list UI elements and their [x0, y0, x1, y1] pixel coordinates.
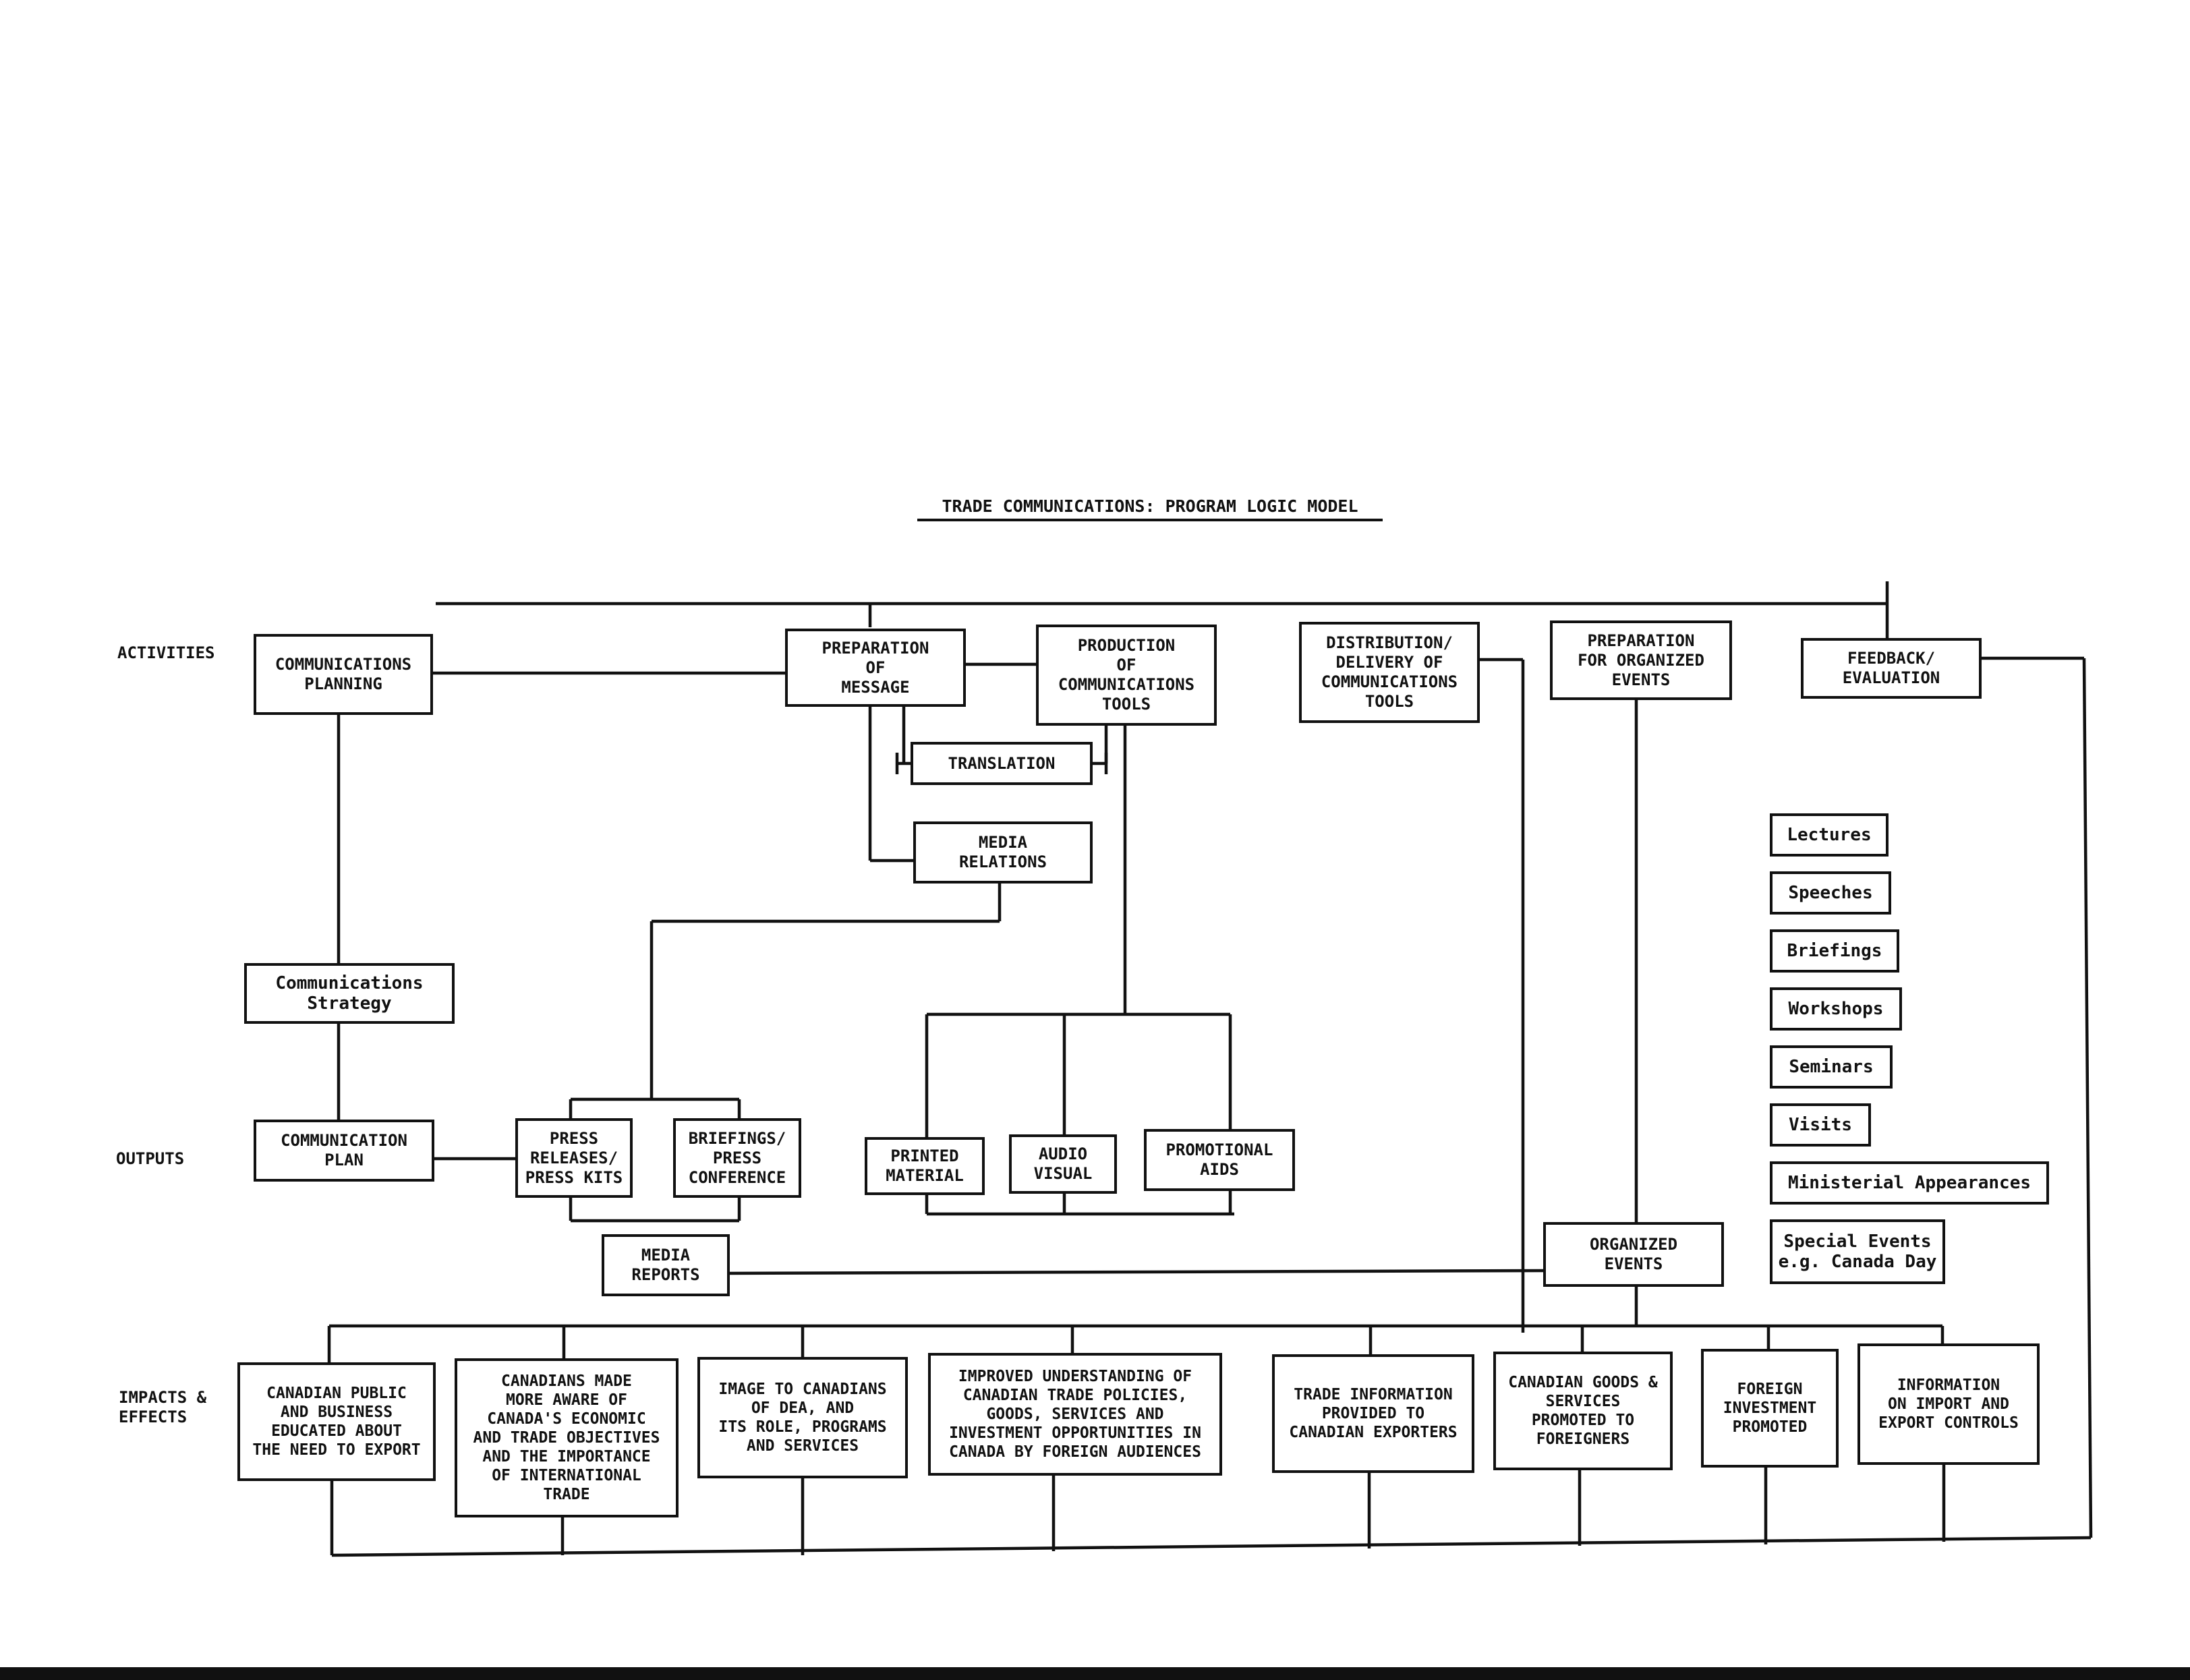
impact-public-educated: CANADIAN PUBLIC AND BUSINESS EDUCATED AB… [237, 1362, 436, 1481]
page-bottom-rule [0, 1667, 2190, 1680]
box-organized-events: ORGANIZED EVENTS [1543, 1222, 1724, 1287]
impact-canadians-aware: CANADIANS MADE MORE AWARE OF CANADA'S EC… [455, 1358, 679, 1517]
box-audio-visual: AUDIO VISUAL [1009, 1134, 1117, 1194]
box-briefings-press: BRIEFINGS/ PRESS CONFERENCE [673, 1118, 801, 1198]
box-communications-planning: COMMUNICATIONS PLANNING [254, 634, 433, 715]
box-media-reports: MEDIA REPORTS [602, 1234, 730, 1296]
box-press-releases: PRESS RELEASES/ PRESS KITS [515, 1118, 633, 1198]
box-media-relations: MEDIA RELATIONS [913, 821, 1093, 884]
impact-improved-understanding: IMPROVED UNDERSTANDING OF CANADIAN TRADE… [928, 1353, 1222, 1476]
box-distribution-delivery: DISTRIBUTION/ DELIVERY OF COMMUNICATIONS… [1299, 622, 1480, 723]
box-communications-strategy: Communications Strategy [244, 963, 455, 1024]
impact-foreign-investment: FOREIGN INVESTMENT PROMOTED [1701, 1349, 1839, 1468]
box-preparation-of-message: PREPARATION OF MESSAGE [785, 629, 966, 707]
event-type-lectures: Lectures [1770, 813, 1889, 857]
box-preparation-events: PREPARATION FOR ORGANIZED EVENTS [1550, 620, 1732, 700]
box-communication-plan: COMMUNICATION PLAN [254, 1120, 434, 1182]
row-label-outputs: OUTPUTS [116, 1149, 185, 1168]
impact-image-dea: IMAGE TO CANADIANS OF DEA, AND ITS ROLE,… [697, 1357, 908, 1478]
event-type-workshops: Workshops [1770, 987, 1902, 1031]
diagram-title: TRADE COMMUNICATIONS: PROGRAM LOGIC MODE… [917, 496, 1383, 521]
event-type-seminars: Seminars [1770, 1045, 1893, 1089]
impact-goods-services: CANADIAN GOODS & SERVICES PROMOTED TO FO… [1493, 1352, 1673, 1470]
impact-trade-information: TRADE INFORMATION PROVIDED TO CANADIAN E… [1272, 1354, 1474, 1473]
box-printed-material: PRINTED MATERIAL [865, 1137, 985, 1195]
event-type-briefings: Briefings [1770, 929, 1899, 973]
row-label-activities: ACTIVITIES [117, 643, 215, 662]
event-type-speeches: Speeches [1770, 871, 1891, 915]
impact-import-export: INFORMATION ON IMPORT AND EXPORT CONTROL… [1857, 1343, 2040, 1465]
row-label-impacts: IMPACTS & EFFECTS [119, 1388, 207, 1426]
box-feedback-evaluation: FEEDBACK/ EVALUATION [1801, 638, 1982, 699]
box-promotional-aids: PROMOTIONAL AIDS [1144, 1129, 1295, 1191]
event-type-ministerial: Ministerial Appearances [1770, 1161, 2049, 1205]
event-type-visits: Visits [1770, 1103, 1871, 1147]
box-production-of-tools: PRODUCTION OF COMMUNICATIONS TOOLS [1036, 625, 1217, 726]
event-type-special: Special Events e.g. Canada Day [1770, 1219, 1945, 1284]
box-translation: TRANSLATION [911, 742, 1093, 785]
